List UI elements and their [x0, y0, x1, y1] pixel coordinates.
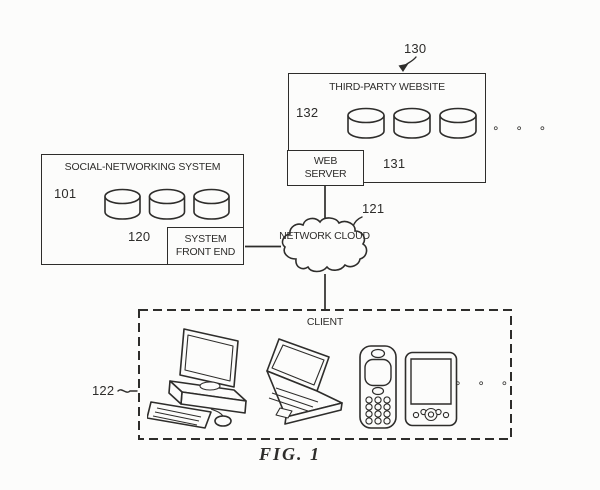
ref-130-arrowhead: [398, 63, 409, 72]
system-front-end-label: SYSTEM FRONT END: [175, 232, 236, 258]
web-server-label: WEB SERVER: [304, 154, 347, 180]
ref-130: 130: [404, 41, 427, 56]
ref-131: 131: [383, 156, 406, 171]
handheld-pda-icon: [404, 351, 458, 427]
social-networking-system-box: SOCIAL-NETWORKING SYSTEM 101 120 SYSTEM …: [41, 154, 244, 265]
cloud-icon: [277, 214, 372, 278]
third-party-website-title: THIRD-PARTY WEBSITE: [329, 81, 445, 93]
ref-132: 132: [296, 105, 319, 120]
ref-122-leader: [118, 390, 137, 392]
ref-121: 121: [362, 201, 385, 216]
social-networking-system-title: SOCIAL-NETWORKING SYSTEM: [64, 161, 221, 173]
client-ellipsis-dots: ∘ ∘ ∘: [454, 376, 515, 390]
third-party-ellipsis-dots: ∘ ∘ ∘: [492, 121, 553, 135]
client-box: CLIENT: [138, 309, 512, 440]
network-cloud-label: NETWORK CLOUD: [279, 230, 370, 242]
ref-120: 120: [128, 229, 151, 244]
client-dashed-border: [139, 310, 511, 439]
network-cloud: NETWORK CLOUD: [277, 214, 372, 278]
web-server-box: WEB SERVER: [287, 150, 364, 186]
third-party-database-icons: [346, 106, 478, 140]
third-party-website-box: THIRD-PARTY WEBSITE 132 WEB SERVER 131: [287, 73, 486, 186]
client-title: CLIENT: [306, 316, 344, 328]
figure-caption: FIG. 1: [258, 444, 321, 464]
social-networking-database-icons: [103, 187, 231, 221]
system-front-end-box: SYSTEM FRONT END: [167, 227, 244, 265]
laptop-icon: [258, 336, 350, 432]
ref-122: 122: [92, 383, 115, 398]
flip-phone-icon: [358, 344, 398, 430]
ref-101: 101: [54, 186, 77, 201]
desktop-computer-icon: [147, 326, 257, 432]
